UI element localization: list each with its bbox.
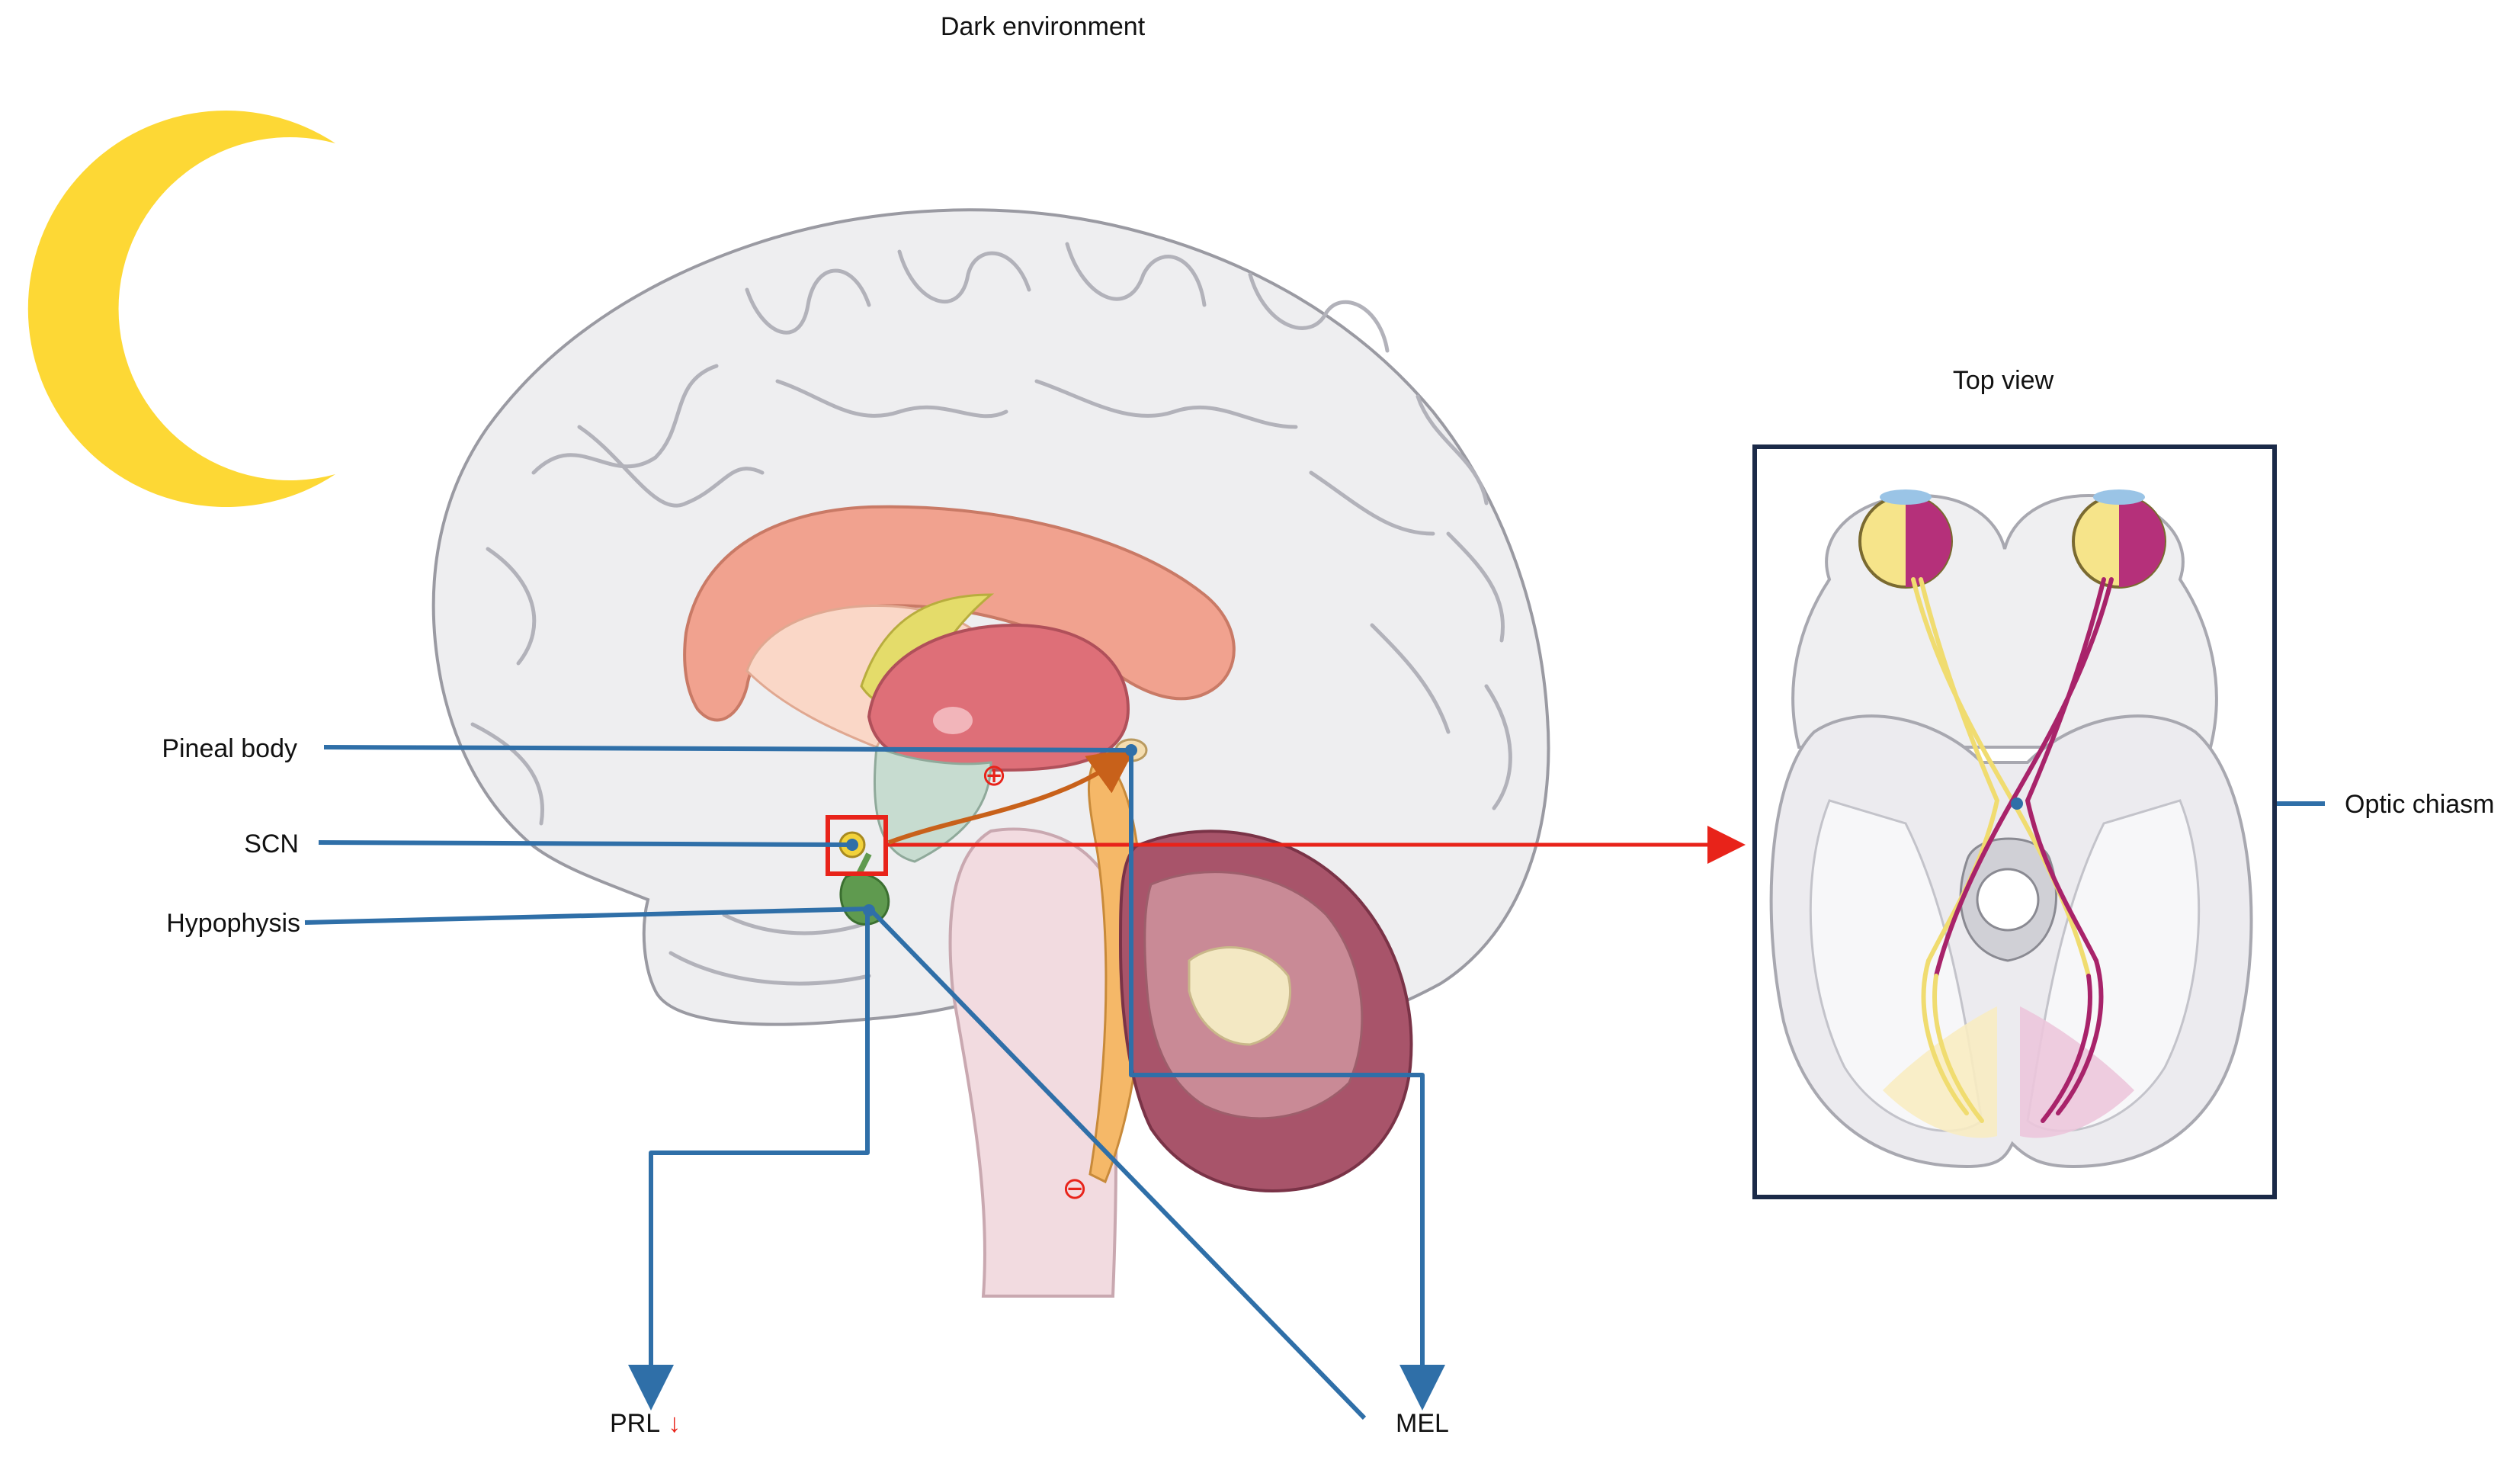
scn-leader-line	[318, 840, 853, 847]
corpus-callosum	[683, 505, 1236, 722]
optic-chiasm-label: Optic chiasm	[2345, 790, 2495, 819]
hypophysis-label: Hypophysis	[166, 909, 300, 938]
left-eye	[1858, 489, 1953, 589]
right-eye	[2072, 489, 2166, 589]
pineal-body-label: Pineal body	[162, 734, 297, 763]
prl-text: PRL	[610, 1409, 660, 1438]
page-title: Dark environment	[941, 12, 1146, 41]
mel-arrow-line	[1129, 750, 1445, 1410]
pineal-leader-line	[323, 745, 1132, 753]
moon-icon	[27, 110, 335, 508]
mel-label: MEL	[1396, 1409, 1449, 1438]
scn-label: SCN	[244, 830, 299, 858]
brain-illustration	[431, 208, 1550, 1298]
inhibition-sign: ⊖	[1062, 1171, 1088, 1206]
hypophysis-leader-line	[304, 907, 870, 925]
prl-label: PRL ↓	[610, 1409, 681, 1438]
prl-decrease-arrow: ↓	[668, 1409, 681, 1438]
top-view-inset	[1752, 444, 2277, 1199]
stimulation-sign: ⊕	[981, 758, 1007, 793]
optic-chiasm-point	[2011, 797, 2023, 810]
prl-arrow-line	[628, 909, 870, 1410]
inset-title: Top view	[1953, 366, 2054, 395]
mel-feedback-line	[870, 910, 1367, 1420]
brainstem	[948, 827, 1118, 1298]
scn-pineal-pathway	[887, 747, 1136, 845]
hypophysis-gland	[839, 872, 890, 926]
